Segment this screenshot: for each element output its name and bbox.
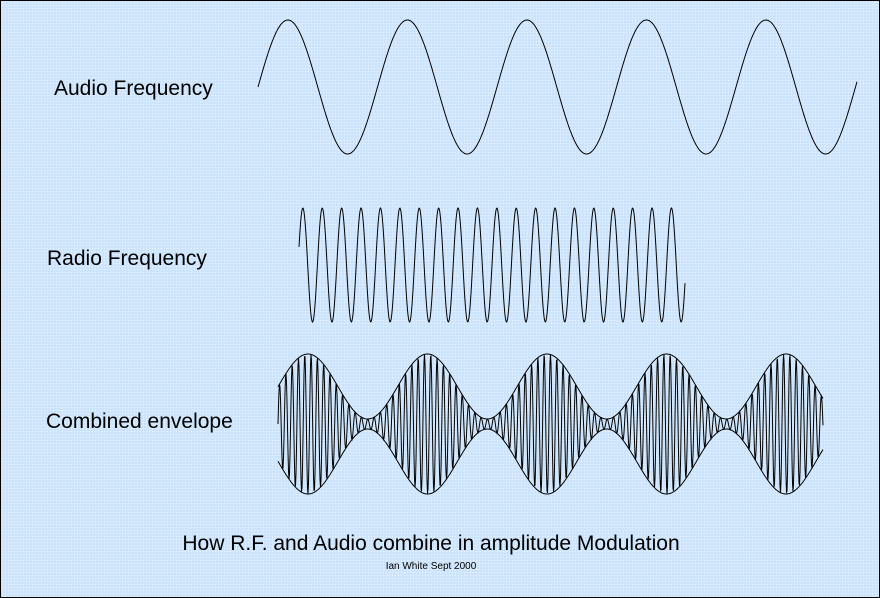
- combined-envelope-label: Combined envelope: [46, 410, 233, 433]
- upper-envelope: [277, 353, 824, 420]
- radio-wave: [298, 207, 686, 323]
- modulated-carrier-wave: [277, 354, 824, 495]
- lower-envelope: [277, 428, 824, 495]
- audio-wave: [257, 19, 858, 155]
- radio-frequency-label: Radio Frequency: [47, 247, 207, 270]
- diagram-caption: How R.F. and Audio combine in amplitude …: [182, 532, 680, 555]
- audio-frequency-label: Audio Frequency: [54, 77, 213, 100]
- author-credit: Ian White Sept 2000: [385, 561, 477, 572]
